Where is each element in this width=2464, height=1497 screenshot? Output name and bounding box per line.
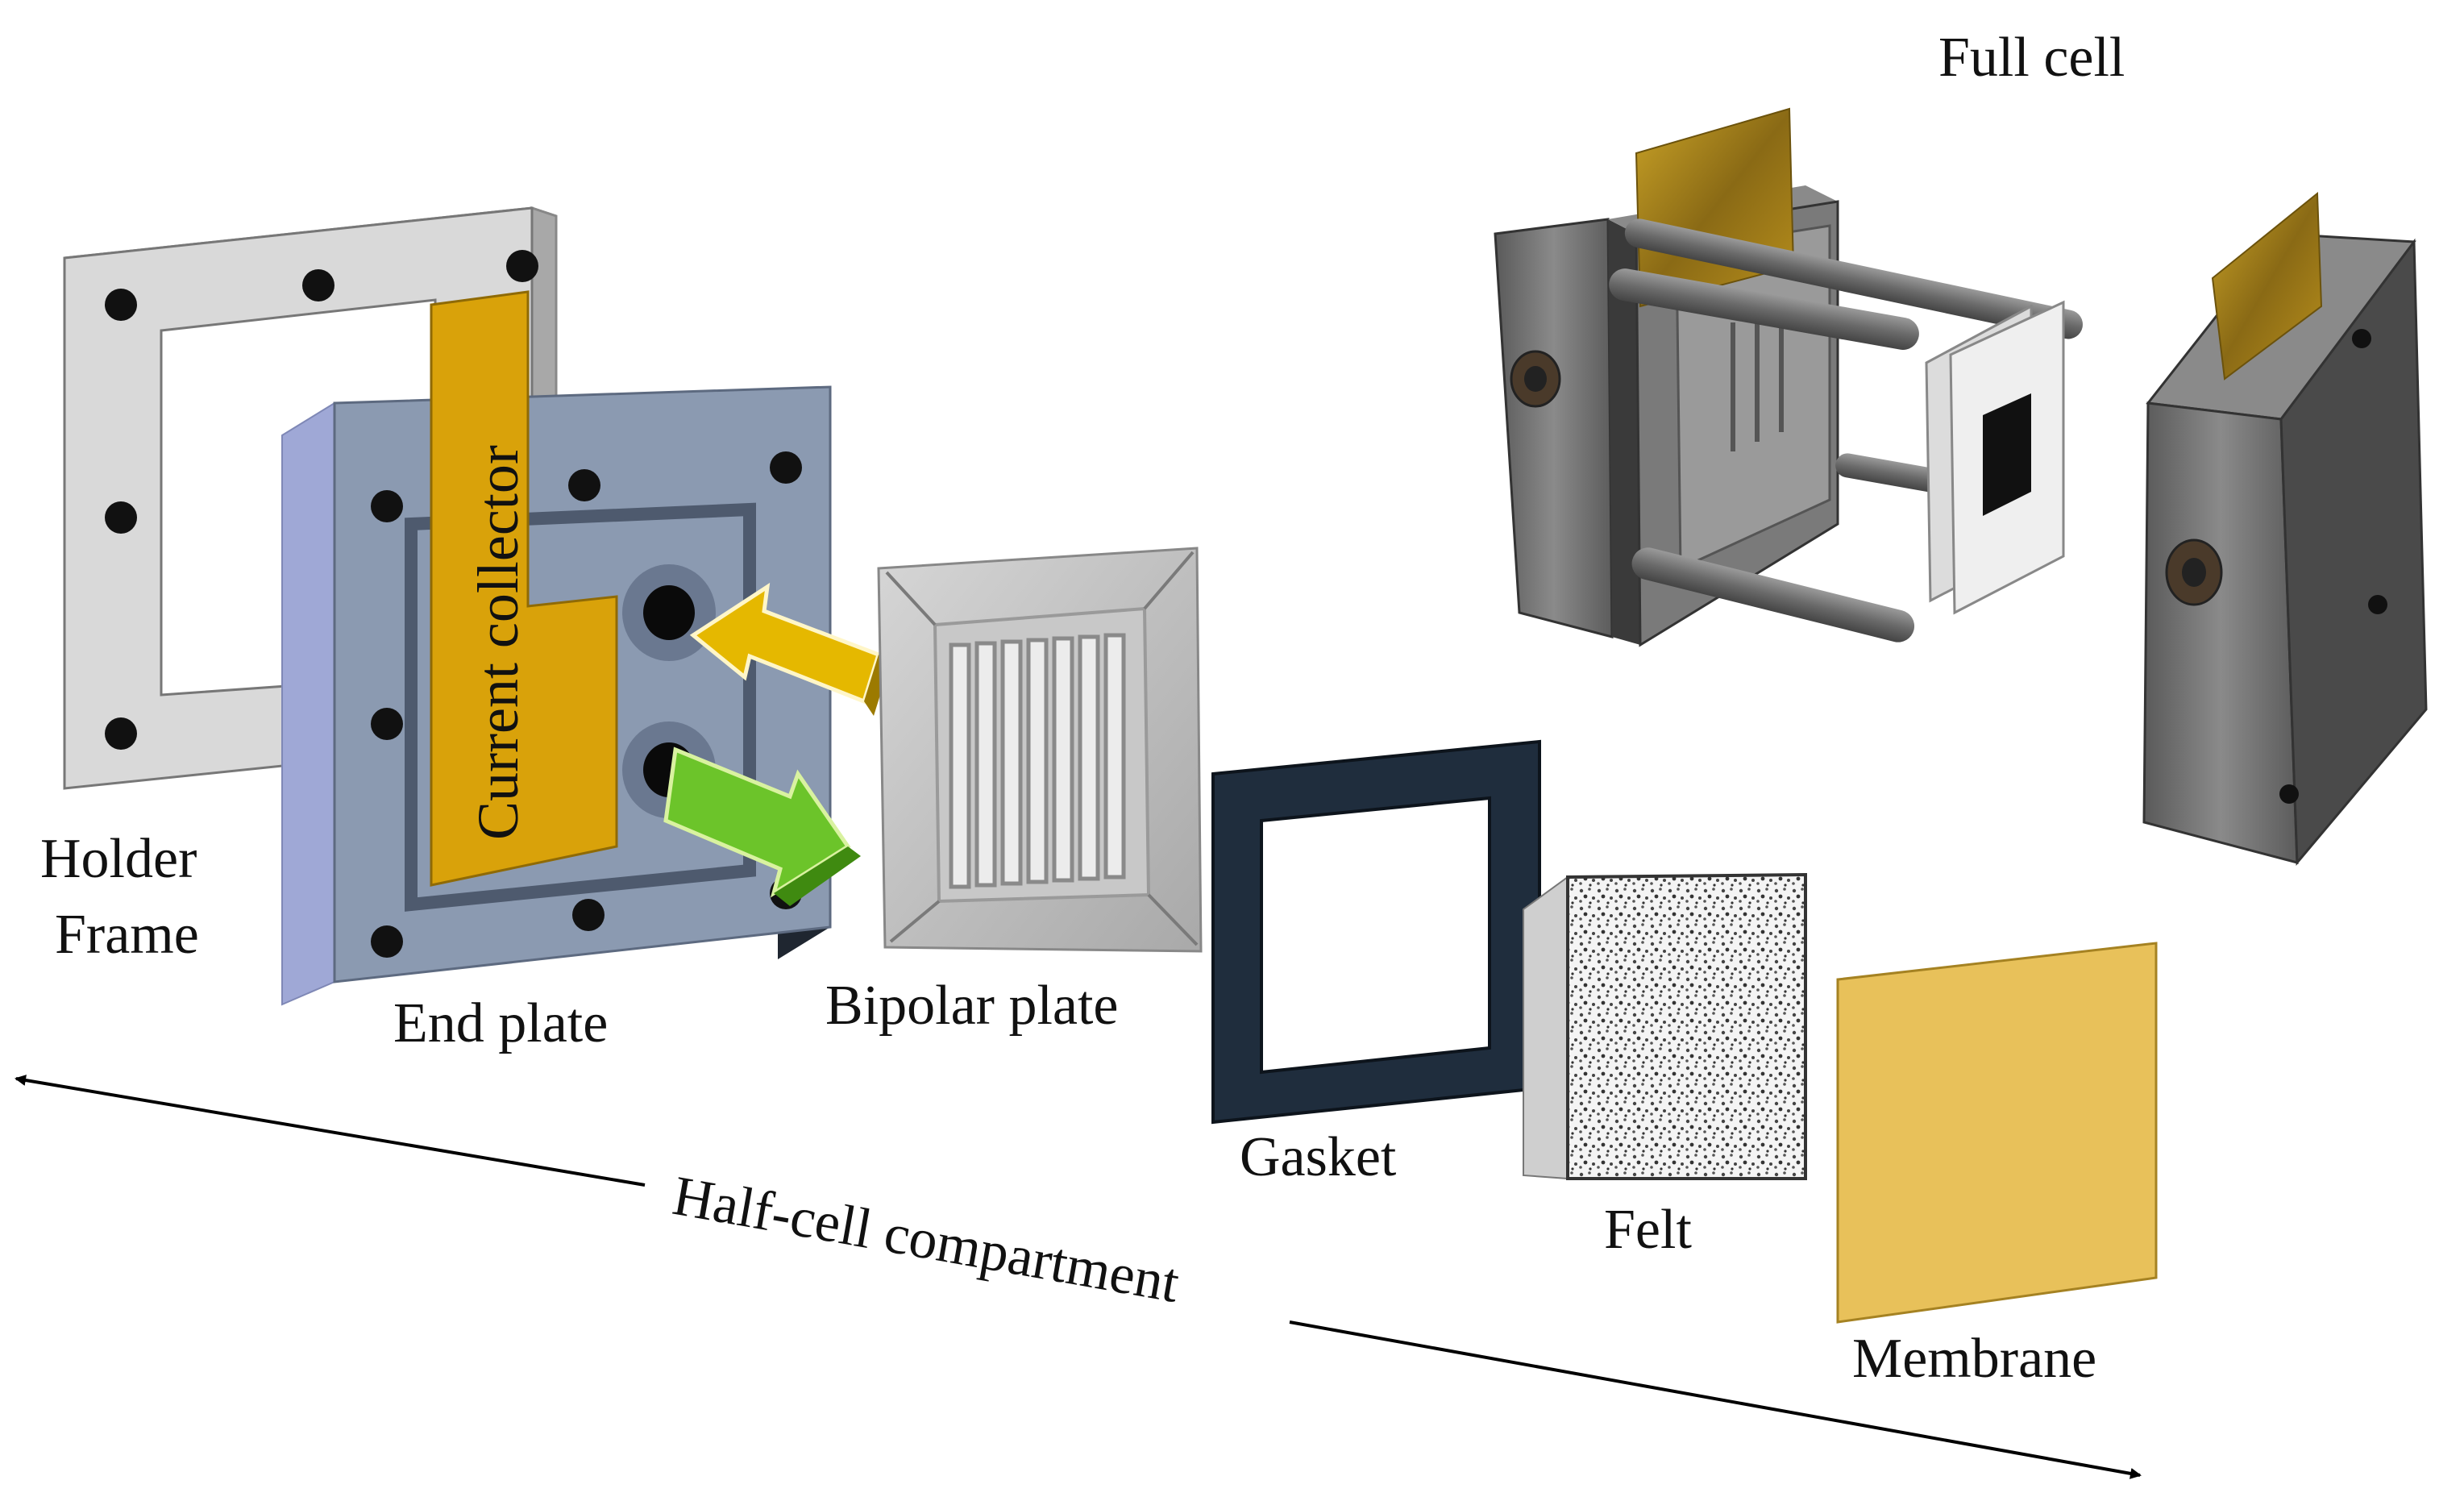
half-cell-compartment-label: Half-cell compartment [668,1165,1184,1315]
full-cell-assembly [1494,107,2428,866]
arrow-outlet-icon [663,746,861,906]
membrane [1836,942,2158,1324]
membrane-label: Membrane [1852,1328,2096,1390]
gasket [1211,739,1541,1125]
full-cell-label: Full cell [1938,27,2125,89]
half-cell-compartment-arrow [15,1075,2142,1479]
gasket-label: Gasket [1240,1126,1397,1188]
end-plate-label: End plate [393,992,608,1054]
bipolar-plate-label: Bipolar plate [825,975,1119,1037]
current-collector: Current collector [430,290,618,887]
felt [1523,872,1807,1180]
bipolar-plate [877,547,1203,953]
bipolar-plate-channels [949,633,1126,889]
holder-frame-label-line1: Holder [40,828,197,890]
felt-label: Felt [1604,1199,1692,1261]
holder-frame-label-line2: Frame [55,904,199,966]
current-collector-label: Current collector [466,445,530,840]
